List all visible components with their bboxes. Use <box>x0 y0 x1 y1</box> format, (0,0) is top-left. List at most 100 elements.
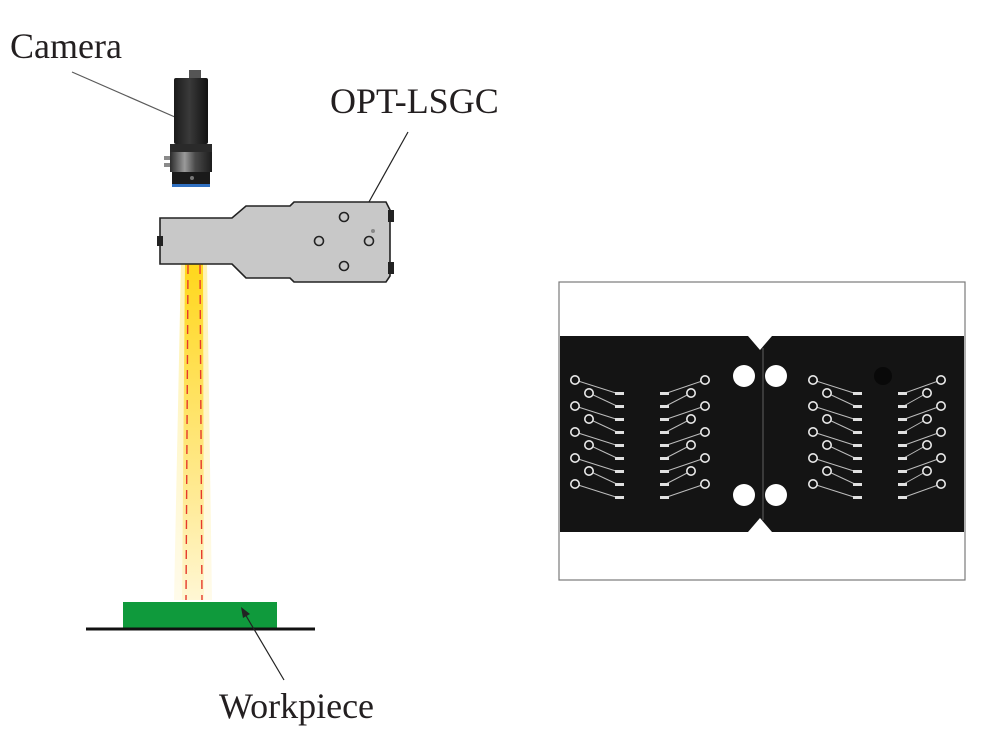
pad-finger <box>853 444 862 447</box>
camera-label: Camera <box>10 26 122 66</box>
pad-finger <box>853 496 862 499</box>
pad-trace <box>663 483 706 499</box>
pad-trace <box>812 431 858 447</box>
pad-finger <box>898 470 907 473</box>
pad-finger <box>853 392 862 395</box>
pad-trace <box>663 444 692 460</box>
pad-finger <box>615 470 624 473</box>
pad-ring <box>821 387 832 398</box>
pad-ring <box>935 426 946 437</box>
pad-trace <box>812 379 858 395</box>
pad-ring <box>935 374 946 385</box>
pad-finger <box>898 405 907 408</box>
pad-trace <box>901 457 942 473</box>
pad-finger <box>898 431 907 434</box>
pad-ring <box>807 452 818 463</box>
pad-ring <box>921 439 932 450</box>
pad-trace <box>574 457 620 473</box>
workpiece-label: Workpiece <box>219 686 374 726</box>
pad-ring <box>685 413 696 424</box>
pad-ring <box>921 387 932 398</box>
pad-ring <box>583 413 594 424</box>
pad-ring <box>583 439 594 450</box>
pad-ring <box>807 400 818 411</box>
pad-finger <box>898 392 907 395</box>
pad-trace <box>901 431 942 447</box>
pad-finger <box>660 444 669 447</box>
pad-finger <box>660 496 669 499</box>
light-beam <box>174 262 212 601</box>
pad-finger <box>615 418 624 421</box>
pad-trace <box>826 470 858 486</box>
pad-ring <box>569 400 580 411</box>
pad-ring <box>569 452 580 463</box>
pad-trace <box>574 431 620 447</box>
pad-ring <box>583 465 594 476</box>
workpiece <box>86 602 315 631</box>
pad-finger <box>660 483 669 486</box>
pad-ring <box>699 400 710 411</box>
pad-finger <box>660 405 669 408</box>
pad-ring <box>699 478 710 489</box>
pad-finger <box>615 457 624 460</box>
pad-ring <box>935 478 946 489</box>
sample-capture-image <box>558 281 966 581</box>
pad-finger <box>615 483 624 486</box>
pad-finger <box>615 405 624 408</box>
pad-ring <box>935 400 946 411</box>
pad-ring <box>569 478 580 489</box>
pad-finger <box>615 496 624 499</box>
pad-trace <box>588 392 620 408</box>
pad-ring <box>807 426 818 437</box>
pad-ring <box>685 439 696 450</box>
industrial-camera-icon <box>164 70 212 187</box>
pad-finger <box>660 457 669 460</box>
pad-trace <box>901 405 942 421</box>
pad-trace <box>663 470 692 486</box>
pad-trace <box>588 470 620 486</box>
sample-pad-pattern <box>569 374 946 499</box>
pad-trace <box>588 418 620 434</box>
pad-ring <box>821 465 832 476</box>
workpiece-leader-arrow <box>241 607 285 681</box>
pad-finger <box>898 483 907 486</box>
pad-ring <box>821 413 832 424</box>
pad-finger <box>660 418 669 421</box>
pad-ring <box>921 413 932 424</box>
pad-trace <box>901 483 942 499</box>
pad-trace <box>663 418 692 434</box>
pad-finger <box>615 392 624 395</box>
pad-finger <box>898 418 907 421</box>
pad-finger <box>898 444 907 447</box>
pad-finger <box>660 470 669 473</box>
pad-trace <box>901 379 942 395</box>
pad-trace <box>826 392 858 408</box>
line-scan-light-icon <box>157 201 394 283</box>
pad-ring <box>921 465 932 476</box>
pad-finger <box>660 392 669 395</box>
pad-trace <box>574 379 620 395</box>
pad-trace <box>826 418 858 434</box>
pad-trace <box>812 405 858 421</box>
pad-finger <box>853 457 862 460</box>
pad-trace <box>588 444 620 460</box>
pad-trace <box>574 483 620 499</box>
pad-trace <box>663 379 706 395</box>
pad-ring <box>569 426 580 437</box>
pad-ring <box>583 387 594 398</box>
pad-trace <box>812 457 858 473</box>
pad-ring <box>807 374 818 385</box>
pad-finger <box>898 496 907 499</box>
pad-finger <box>898 457 907 460</box>
pad-trace <box>663 405 706 421</box>
pad-ring <box>685 387 696 398</box>
pad-finger <box>853 470 862 473</box>
pad-finger <box>853 418 862 421</box>
camera-leader-line <box>71 71 185 122</box>
pad-ring <box>569 374 580 385</box>
pad-trace <box>826 444 858 460</box>
pad-ring <box>685 465 696 476</box>
pad-ring <box>699 426 710 437</box>
pad-finger <box>853 405 862 408</box>
